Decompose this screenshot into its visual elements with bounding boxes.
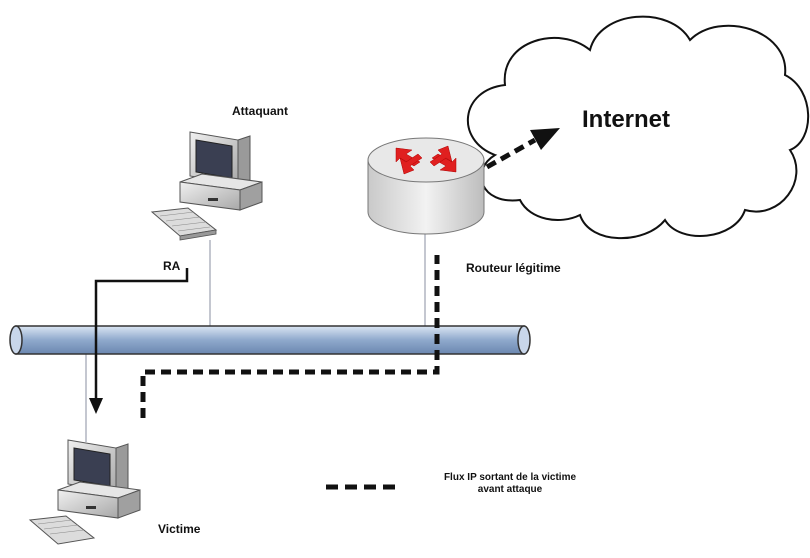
ra-arrow	[89, 268, 189, 414]
ra-label: RA	[163, 259, 181, 273]
router-to-internet-arrow	[485, 128, 560, 170]
router-label: Routeur légitime	[466, 261, 561, 275]
cloud-icon	[467, 15, 810, 240]
legend-text: Flux IP sortant de la victime avant atta…	[410, 472, 610, 496]
desktop-computer-icon	[150, 131, 263, 241]
internet-label: Internet	[582, 106, 671, 133]
network-bus	[9, 325, 531, 355]
desktop-computer-icon	[28, 439, 141, 545]
router-icon	[367, 137, 485, 235]
victim-label: Victime	[158, 522, 201, 536]
legend-line-2: avant attaque	[477, 484, 543, 495]
victim-traffic-path	[140, 255, 440, 418]
legend-line-1: Flux IP sortant de la victime	[443, 472, 577, 483]
attacker-label: Attaquant	[232, 104, 288, 118]
